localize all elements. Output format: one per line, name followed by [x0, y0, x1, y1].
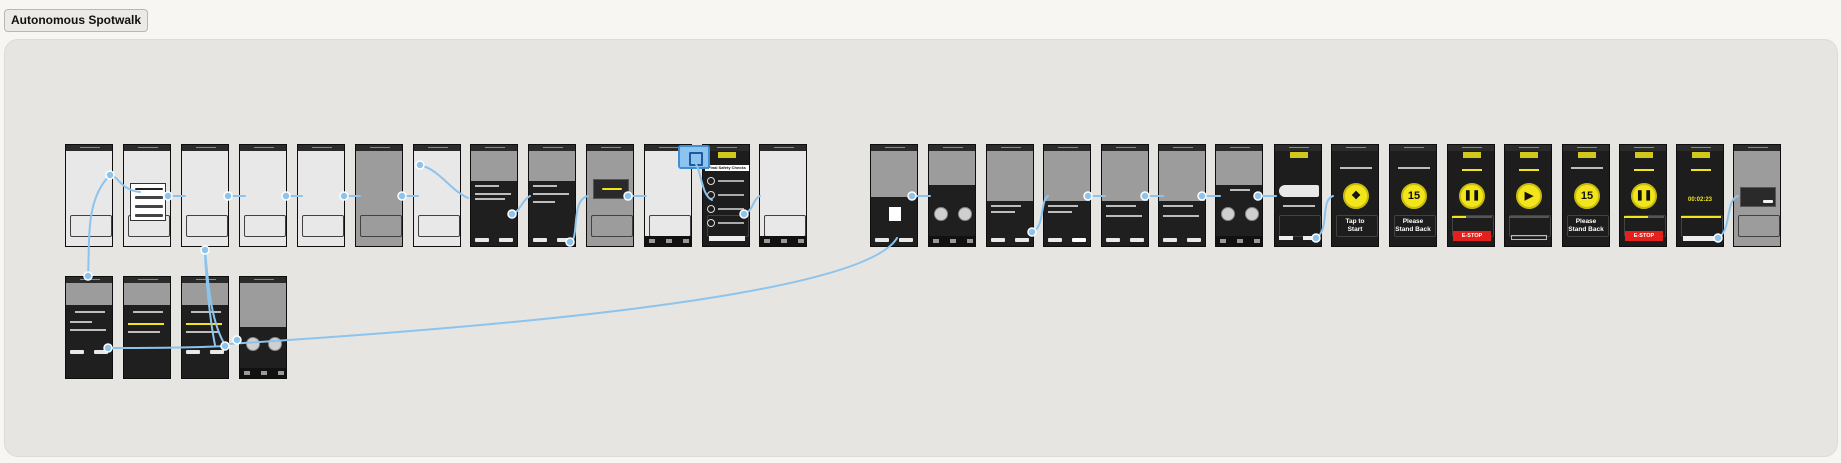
screen-route-c[interactable] [986, 144, 1034, 247]
screen-map-dimmed[interactable] [355, 144, 403, 247]
screen-map-final[interactable] [759, 144, 807, 247]
screen-spot-intro[interactable] [1274, 144, 1322, 247]
screen-complete[interactable]: 00:02:23 [1676, 144, 1724, 247]
play-icon[interactable]: ▶ [1516, 183, 1542, 209]
screen-countdown-b[interactable]: 15 Please Stand Back [1562, 144, 1610, 247]
cancel-button[interactable] [533, 238, 547, 242]
cancel-button[interactable] [186, 350, 200, 354]
screen-route-d[interactable] [1043, 144, 1091, 247]
check-item[interactable] [707, 177, 747, 186]
done-button[interactable] [1683, 236, 1719, 241]
screen-dialog-a[interactable] [65, 276, 113, 379]
loading-dialog [593, 179, 629, 199]
screen-map-b[interactable] [239, 144, 287, 247]
paw-icon[interactable]: ❖ [1343, 183, 1369, 209]
cancel-button[interactable] [70, 350, 84, 354]
next-button[interactable] [557, 238, 571, 242]
screen-map-return[interactable] [1733, 144, 1781, 247]
menu-dialog [130, 183, 166, 221]
screen-map-c[interactable] [297, 144, 345, 247]
resume-button[interactable] [1511, 235, 1547, 240]
board-section [4, 39, 1838, 457]
joystick-left[interactable] [934, 207, 948, 221]
check-item[interactable] [707, 191, 747, 200]
joystick-right[interactable] [1245, 207, 1259, 221]
screen-route-panel-b[interactable] [528, 144, 576, 247]
joystick-right[interactable] [268, 337, 282, 351]
check-item[interactable] [707, 219, 747, 228]
screen-paused[interactable]: ▶ [1504, 144, 1552, 247]
screen-tap-to-start[interactable]: ❖ Tap to Start [1331, 144, 1379, 247]
screen-route-e[interactable] [1101, 144, 1149, 247]
confirm-button[interactable] [210, 350, 224, 354]
spot-robot-icon [1279, 185, 1319, 197]
screen-camera[interactable] [870, 144, 918, 247]
pause-icon[interactable]: ❚❚ [1459, 183, 1485, 209]
screen-map-selection[interactable] [413, 144, 461, 247]
next-button[interactable] [499, 238, 513, 242]
screen-joystick-a[interactable] [239, 276, 287, 379]
cancel-button[interactable] [475, 238, 489, 242]
screen-dialog-b[interactable] [123, 276, 171, 379]
progress-fill-a [1452, 216, 1466, 218]
board-title[interactable]: Autonomous Spotwalk [4, 9, 148, 32]
screen-joystick-b[interactable] [928, 144, 976, 247]
screen-menu-list[interactable] [123, 144, 171, 247]
estop-button[interactable]: E-STOP [1453, 231, 1491, 241]
progress-bar [1452, 216, 1492, 218]
link-node-icon[interactable] [678, 145, 710, 169]
screen-joystick-c[interactable] [1215, 144, 1263, 247]
screen-map-overview[interactable] [65, 144, 113, 247]
pause-icon[interactable]: ❚❚ [1631, 183, 1657, 209]
timer-value: 00:02:23 [1687, 197, 1713, 203]
joystick-left[interactable] [246, 337, 260, 351]
estop-button[interactable]: E-STOP [1625, 231, 1663, 241]
screen-running-estop-a[interactable]: ❚❚ E-STOP [1447, 144, 1495, 247]
countdown-number: 15 [1401, 183, 1427, 209]
screen-dialog-c[interactable] [181, 276, 229, 379]
joystick-left[interactable] [1221, 207, 1235, 221]
screen-countdown-a[interactable]: 15 Please Stand Back [1389, 144, 1437, 247]
progress-fill-b [1624, 216, 1648, 218]
countdown-number: 15 [1574, 183, 1600, 209]
screen-running-estop-b[interactable]: ❚❚ E-STOP [1619, 144, 1667, 247]
check-item[interactable] [707, 205, 747, 214]
screen-loading[interactable] [586, 144, 634, 247]
screen-route-panel-a[interactable] [470, 144, 518, 247]
confirm-button[interactable] [94, 350, 108, 354]
checklist-title: Final Safety Checks [705, 165, 749, 171]
screen-map-a[interactable] [181, 144, 229, 247]
joystick-right[interactable] [958, 207, 972, 221]
screen-route-f[interactable] [1158, 144, 1206, 247]
continue-button[interactable] [709, 236, 745, 241]
